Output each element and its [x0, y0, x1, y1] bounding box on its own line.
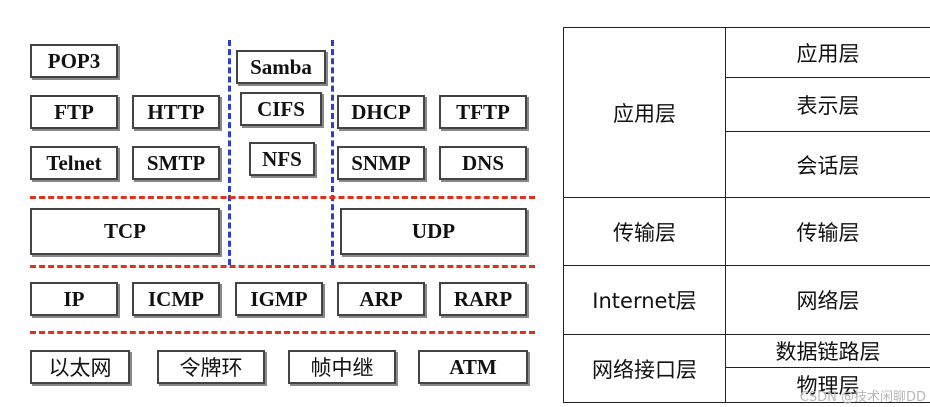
tcpip-layer-application: 应用层 — [563, 27, 726, 198]
osi-layer-session: 会话层 — [725, 131, 930, 198]
osi-layer-data-link: 数据链路层 — [725, 334, 930, 368]
protocol-rarp: RARP — [439, 282, 527, 316]
protocol-icmp: ICMP — [132, 282, 220, 316]
protocol-tcp: TCP — [30, 208, 220, 255]
protocol-frame-relay: 帧中继 — [288, 350, 396, 384]
protocol-ethernet: 以太网 — [30, 350, 130, 384]
protocol-smtp: SMTP — [132, 146, 220, 180]
protocol-dns: DNS — [439, 146, 527, 180]
separator-transport-network — [30, 265, 535, 268]
layer-comparison-table: 应用层 应用层 表示层 会话层 传输层 传输层 Internet层 网络层 网络… — [563, 27, 930, 403]
protocol-ip: IP — [30, 282, 118, 316]
vertical-separator-left — [228, 40, 231, 265]
tcpip-layer-network-interface: 网络接口层 — [563, 334, 726, 403]
vertical-separator-right — [331, 40, 334, 265]
protocol-telnet: Telnet — [30, 146, 118, 180]
separator-app-transport — [30, 196, 535, 199]
protocol-http: HTTP — [132, 95, 220, 129]
protocol-tftp: TFTP — [439, 95, 527, 129]
protocol-nfs: NFS — [249, 142, 315, 176]
protocol-ftp: FTP — [30, 95, 118, 129]
protocol-arp: ARP — [337, 282, 425, 316]
protocol-dhcp: DHCP — [337, 95, 425, 129]
protocol-udp: UDP — [340, 208, 527, 255]
osi-layer-network: 网络层 — [725, 265, 930, 335]
osi-layer-physical: 物理层 — [725, 367, 930, 403]
tcpip-layer-internet: Internet层 — [563, 265, 726, 335]
protocol-cifs: CIFS — [240, 92, 322, 126]
protocol-igmp: IGMP — [235, 282, 323, 316]
tcpip-layer-transport: 传输层 — [563, 197, 726, 266]
separator-network-link — [30, 331, 535, 334]
protocol-samba: Samba — [236, 50, 326, 84]
osi-layer-application: 应用层 — [725, 27, 930, 78]
watermark: CSDN @技术闲聊DD — [799, 390, 926, 405]
protocol-snmp: SNMP — [337, 146, 425, 180]
protocol-pop3: POP3 — [30, 44, 118, 78]
osi-layer-transport: 传输层 — [725, 197, 930, 266]
osi-layer-presentation: 表示层 — [725, 77, 930, 132]
protocol-atm: ATM — [418, 350, 528, 384]
protocol-token-ring: 令牌环 — [157, 350, 265, 384]
